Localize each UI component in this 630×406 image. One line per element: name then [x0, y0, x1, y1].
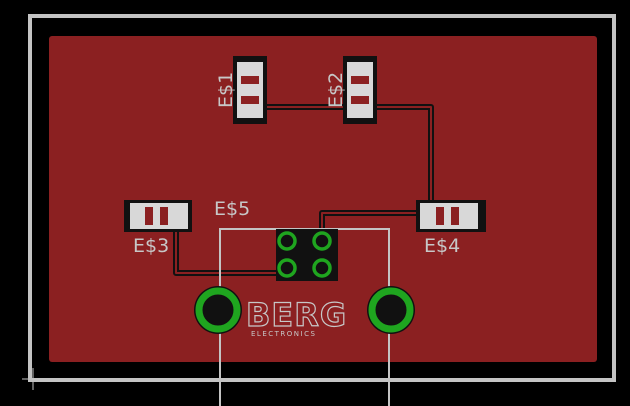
component-es4[interactable]: E$4: [416, 200, 486, 257]
crosshair-cursor-icon: [22, 368, 44, 390]
copper-pour: [49, 36, 597, 362]
via: [277, 231, 297, 251]
component-es2[interactable]: E$2: [325, 56, 377, 124]
component-es3[interactable]: E$3: [124, 200, 192, 257]
via: [277, 258, 297, 278]
component-label-es1: E$1: [215, 72, 237, 108]
board-outline: [28, 14, 616, 382]
berg-logo-subtext: ELECTRONICS: [251, 330, 316, 338]
component-label-es3: E$3: [133, 235, 169, 257]
via: [312, 258, 332, 278]
component-label-es4: E$4: [424, 235, 460, 257]
via: [312, 231, 332, 251]
berg-logo: BERG: [246, 296, 347, 334]
component-label-es5: E$5: [214, 198, 250, 220]
component-es5[interactable]: E$5 BERG ELECTRONICS: [194, 198, 415, 406]
component-es1[interactable]: E$1: [215, 56, 267, 124]
component-label-es2: E$2: [325, 72, 347, 108]
